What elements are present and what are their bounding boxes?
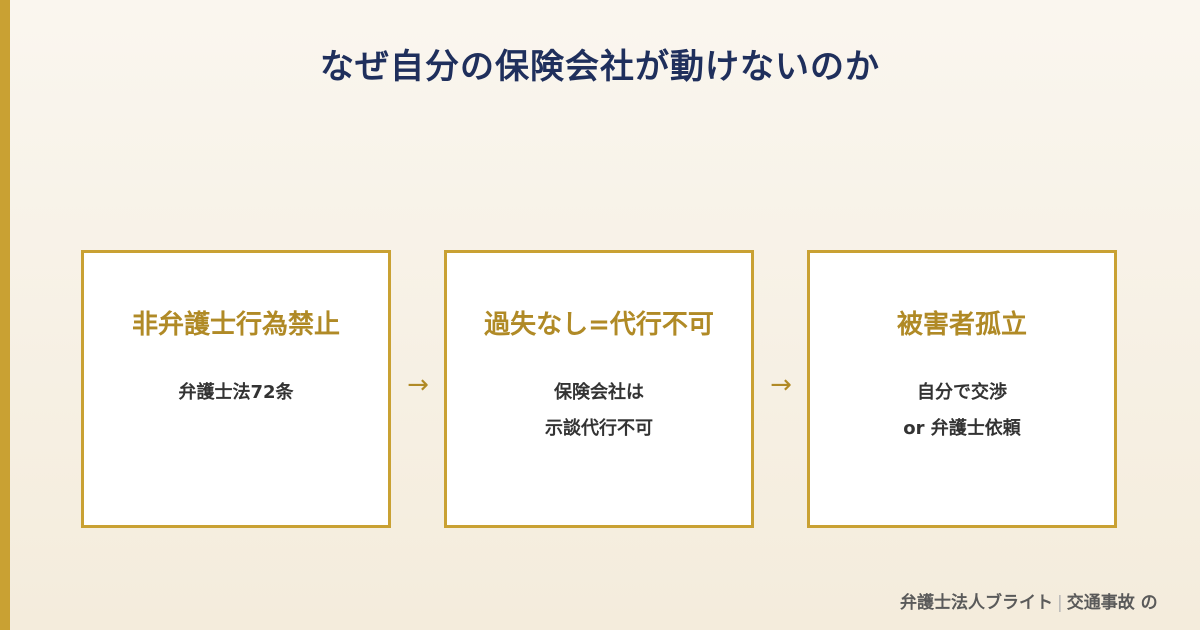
step-box-3: 被害者孤立 自分で交渉 or 弁護士依頼 [807, 250, 1117, 528]
footer-topic: 交通事故 [1066, 593, 1135, 613]
footer-trailing: の [1140, 593, 1158, 613]
footer-credit: 弁護士法人ブライト|交通事故 の [900, 588, 1200, 618]
step-heading: 過失なし=代行不可 [484, 310, 714, 340]
step-box-1: 非弁護士行為禁止 弁護士法72条 [81, 250, 391, 528]
footer-firm: 弁護士法人ブライト [900, 593, 1053, 613]
step-box-2: 過失なし=代行不可 保険会社は 示談代行不可 [444, 250, 754, 528]
step-heading: 非弁護士行為禁止 [131, 310, 340, 340]
step-detail: 保険会社は 示談代行不可 [447, 375, 751, 447]
arrow-right-icon: → [770, 370, 792, 400]
step-detail-line: 弁護士法72条 [178, 382, 294, 403]
step-heading: 被害者孤立 [896, 310, 1027, 340]
step-detail-line: or 弁護士依頼 [903, 418, 1021, 439]
step-detail: 弁護士法72条 [84, 375, 388, 411]
step-detail: 自分で交渉 or 弁護士依頼 [810, 375, 1114, 447]
step-detail-line: 自分で交渉 [917, 382, 1007, 403]
page-title: なぜ自分の保険会社が動けないのか [320, 47, 880, 87]
step-detail-line: 保険会社は [554, 382, 644, 403]
left-accent-bar [0, 0, 10, 630]
arrow-right-icon: → [407, 370, 429, 400]
footer-separator: | [1057, 593, 1063, 613]
step-detail-line: 示談代行不可 [545, 418, 653, 439]
